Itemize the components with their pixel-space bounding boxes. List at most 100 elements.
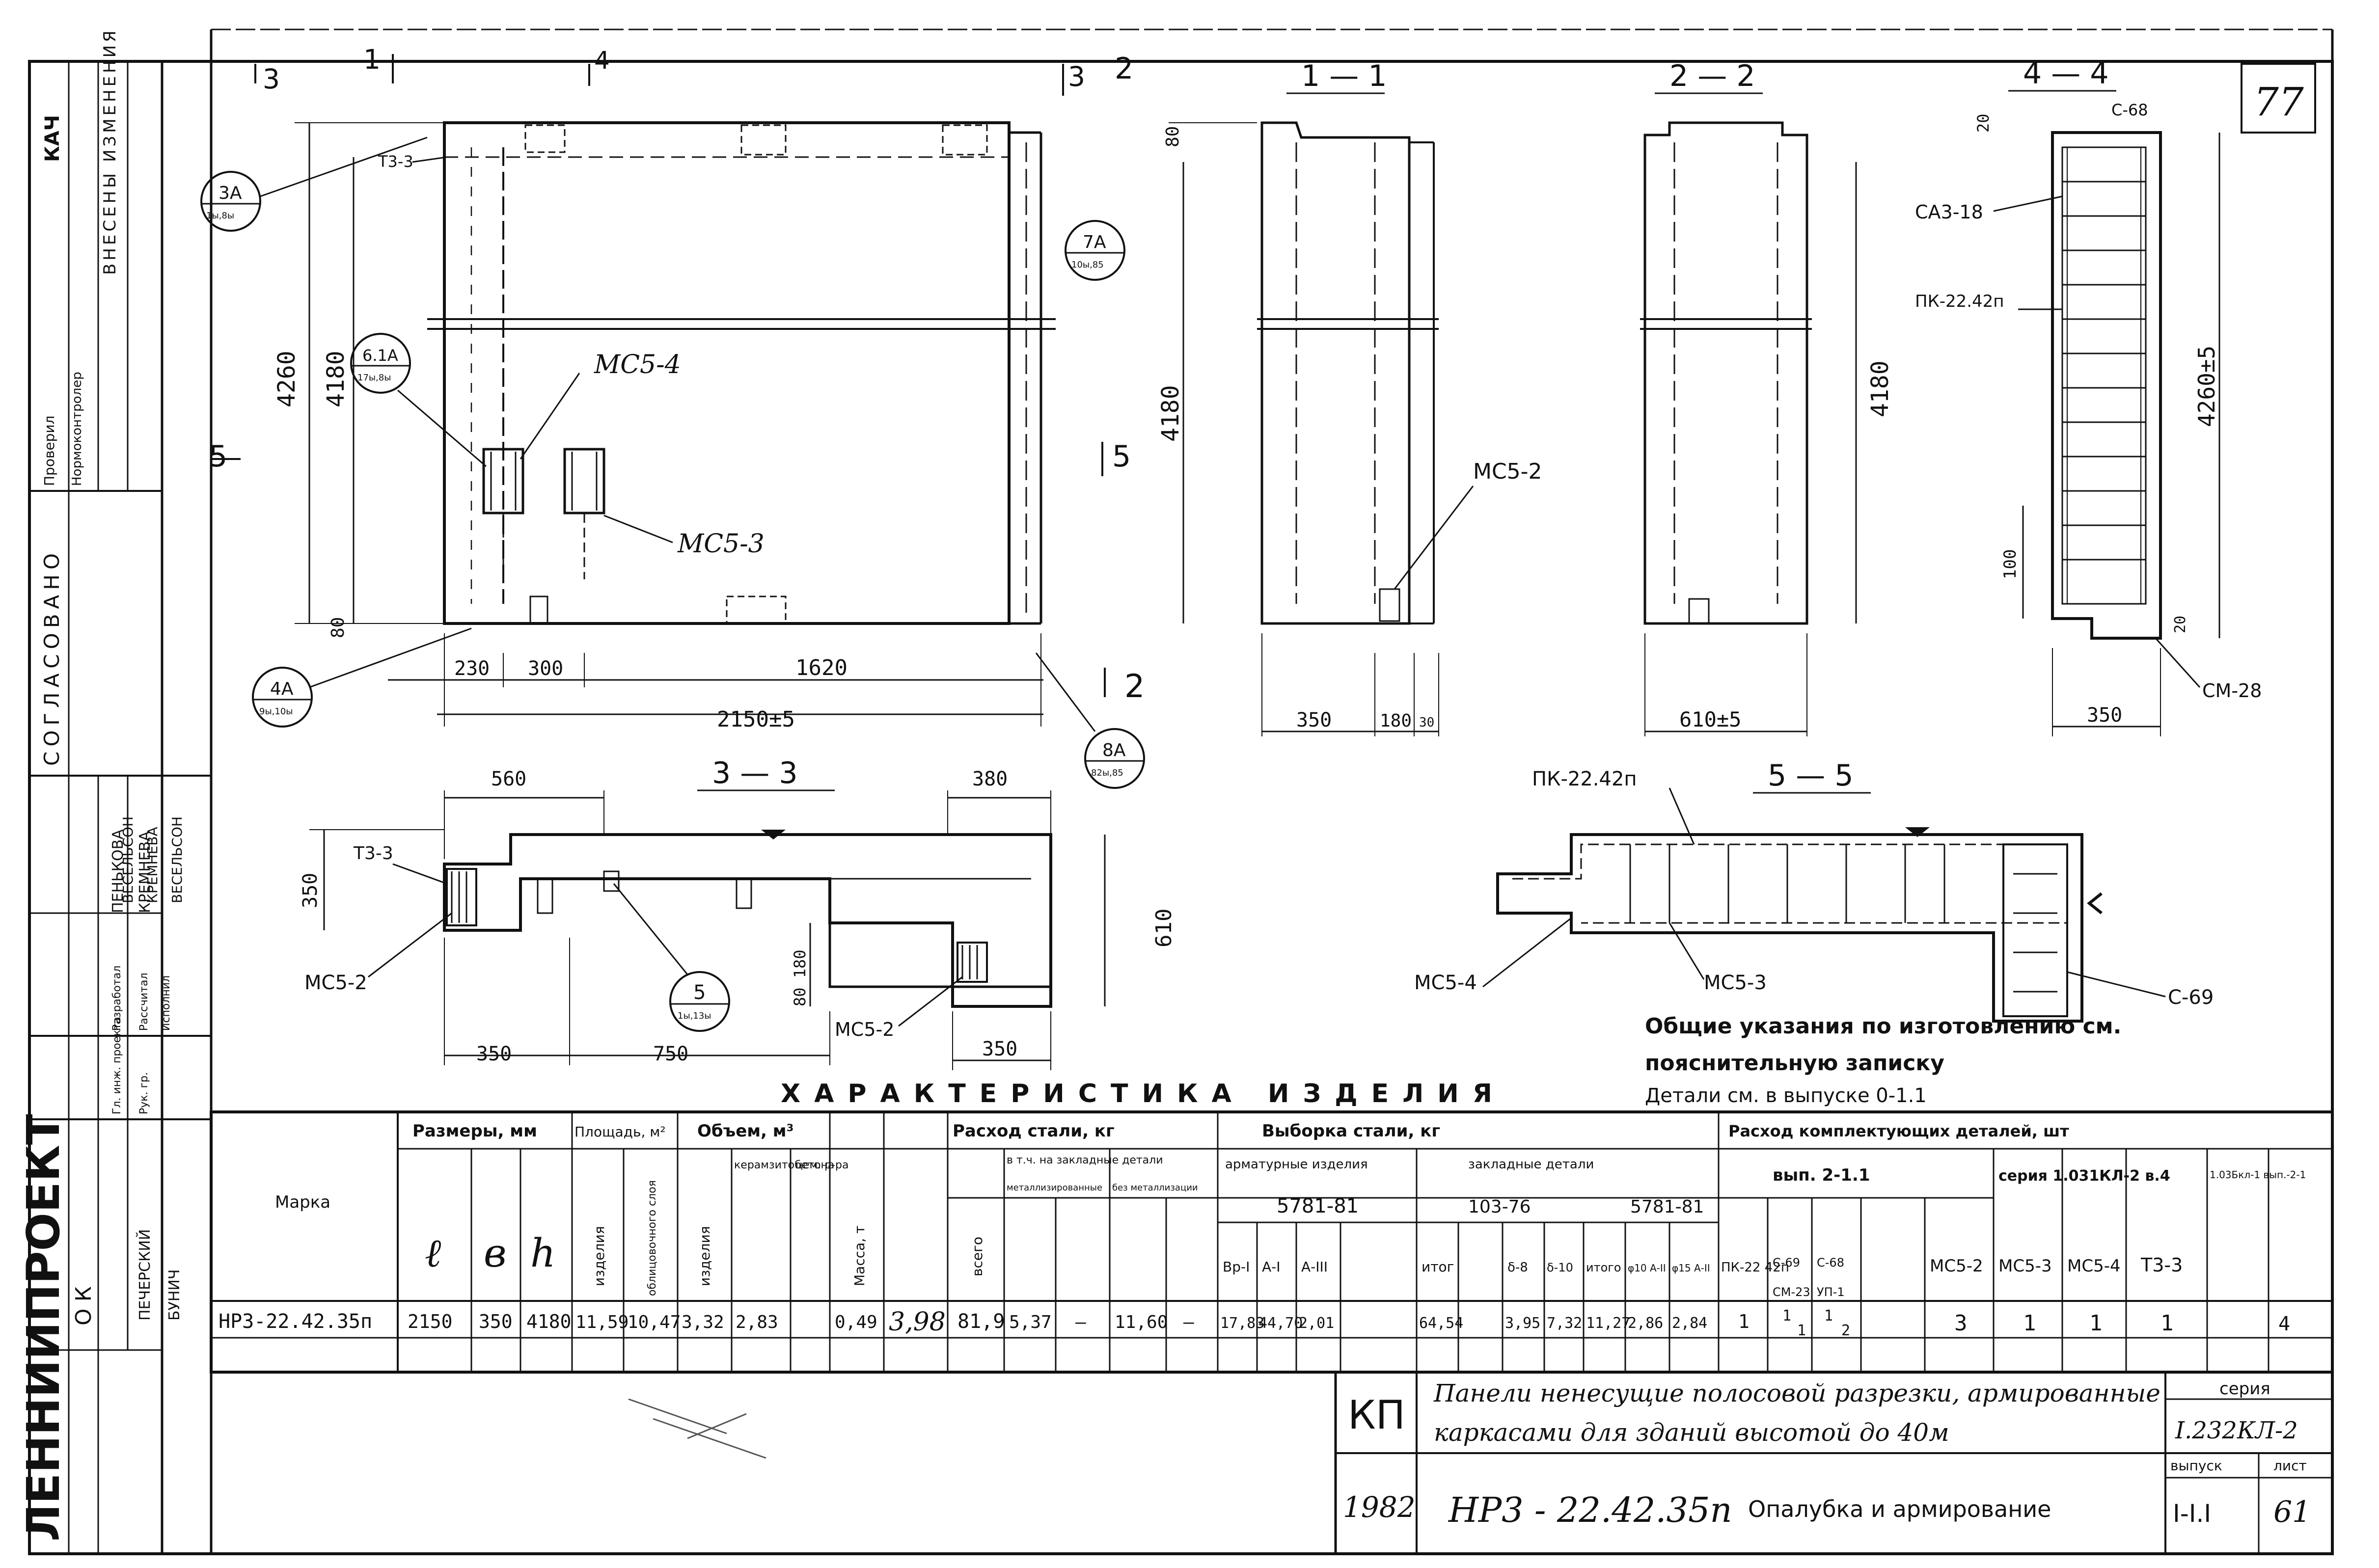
tb-vyp-label: выпуск — [2170, 1458, 2222, 1474]
table-columns — [470, 1112, 2270, 1372]
td-mass: 3,98 — [889, 1307, 946, 1337]
ref-bubble-5: 5 1ы,13ы — [613, 883, 730, 1032]
ref-8a-label: 8А — [1102, 740, 1126, 760]
main-elevation-view: 3 1 4 3 2 5 5 2 Т3-3 МС5-4 МС5-3 4260 41… — [209, 44, 1145, 732]
sec44-dim-4260: 4260±5 — [2193, 346, 2220, 427]
td-a3: 2,01 — [1299, 1315, 1334, 1332]
th-steel-bez: без металлизации — [1112, 1183, 1198, 1193]
td-steel-a: 5,37 — [1009, 1312, 1052, 1332]
th-sub-a3: А-III — [1301, 1259, 1328, 1275]
characteristic-title: ХАРАКТЕРИСТИКА ИЗДЕЛИЯ — [781, 1079, 1506, 1108]
sheet-number-box: 77 — [2241, 63, 2316, 134]
side-name-5: ВЕСЕЛЬСОН — [169, 816, 185, 903]
td-l: 2150 — [408, 1311, 453, 1332]
th-arm: арматурные изделия — [1225, 1157, 1368, 1172]
sec33-plate-left — [451, 871, 467, 923]
tb-mark: НР3 - 22.42.35п — [1448, 1490, 1732, 1530]
sec11-dim-180: 180 — [1380, 711, 1412, 731]
td-vol-b: 2,83 — [736, 1312, 778, 1332]
characteristic-table: Марка Размеры, мм ℓ в h Площадь, м² изде… — [210, 1110, 2334, 1374]
ref-bubble-3a: 3А 1ы,8ы — [200, 136, 428, 232]
td-area-a: 11,59 — [575, 1312, 629, 1332]
td-vol-a: 3,32 — [682, 1312, 724, 1332]
sec33-plate-right — [961, 945, 978, 979]
th-sub-vr: Вр-I — [1223, 1259, 1250, 1275]
section-3-3: 3 — 3 560 380 Т3-3 350 — [299, 756, 1176, 1070]
td-d8: 3,95 — [1505, 1315, 1540, 1332]
td-a1: 44,70 — [1258, 1315, 1303, 1332]
sec44-cm28: СМ-28 — [2202, 680, 2262, 702]
th-vol-c: цем. р-ра — [795, 1159, 848, 1171]
tb-list-label: лист — [2273, 1458, 2307, 1474]
th-vyp-col3: 1.03Бкл-1 вып.-2-1 — [2210, 1169, 2306, 1181]
td-d10: 7,32 — [1547, 1315, 1582, 1332]
ref-6-1a-label: 6.1А — [362, 346, 398, 365]
sec44-c68: С-68 — [2111, 101, 2148, 119]
sec33-t33: Т3-3 — [353, 843, 393, 864]
sec11-dim-4180: 4180 — [1157, 385, 1184, 442]
sec44-sa318: СА3-18 — [1915, 201, 1983, 223]
td-mcb3: 1 — [2023, 1311, 2036, 1336]
th-c69: С-69 — [1773, 1256, 1800, 1270]
th-sub-d10a: φ10 А-II — [1628, 1262, 1666, 1274]
sec44-dim-20b: 20 — [2172, 616, 2189, 633]
td-up: 2 — [1841, 1322, 1850, 1339]
td-mcb4: 1 — [2089, 1311, 2103, 1336]
th-sub-d15: φ15 А-II — [1672, 1262, 1710, 1274]
side-prov: Проверил — [41, 415, 57, 486]
sec55-mcb3: МС5-3 — [1704, 972, 1767, 994]
main-dim-2150: 2150±5 — [717, 707, 795, 732]
sec11-dim-80: 80 — [1163, 126, 1183, 147]
td-c68: 1 — [1824, 1307, 1833, 1325]
th-t33: Т3-3 — [2140, 1254, 2183, 1276]
ref-8a-sub: 82ы,85 — [1091, 768, 1123, 778]
td-t33: 1 — [2160, 1311, 2174, 1336]
section-2-2: 2 — 2 4180 610±5 — [1640, 59, 1894, 736]
main-cut-5-right: 5 — [1112, 439, 1131, 474]
side-norm: Нормоконтролер — [70, 372, 84, 486]
th-sub-d8: δ-8 — [1507, 1260, 1528, 1275]
td-d15: 2,84 — [1672, 1315, 1707, 1332]
main-dim-230: 230 — [454, 657, 490, 680]
th-vol-b: керамзитобетона — [734, 1159, 834, 1171]
td-steel-total: 81,9 — [957, 1310, 1005, 1333]
th-zakl: закладные детали — [1468, 1157, 1594, 1172]
sec22-dim-610: 610±5 — [1679, 707, 1741, 731]
td-area-b: 10,47 — [628, 1312, 681, 1332]
main-cut-1-top: 1 — [363, 44, 381, 75]
sec44-dim-350: 350 — [2087, 704, 2122, 727]
title-block: КП Панели ненесущие полосовой разрезки, … — [1334, 1372, 2332, 1554]
side-agreed: СОГЛАСОВАНО — [40, 548, 64, 766]
tb-seria: I.232КЛ-2 — [2175, 1417, 2298, 1444]
ref-bubble-7a: 7А 10ы,85 — [1065, 220, 1125, 281]
side-name-3: ВЕСЕЛЬСОН — [120, 816, 136, 903]
th-mcb4: МС5-4 — [2067, 1256, 2121, 1276]
tb-vyp: I-I.I — [2173, 1499, 2211, 1528]
th-b: в — [484, 1230, 507, 1276]
th-mcb2: МС5-2 — [1930, 1256, 1983, 1276]
sec11-mcb2: МС5-2 — [1473, 459, 1542, 484]
th-vol: Объем, м³ — [697, 1121, 793, 1141]
sec33-dim-750: 750 — [653, 1043, 688, 1065]
sec55-pk: ПК-22.42п — [1532, 768, 1637, 790]
side-kach: КАЧ — [41, 115, 64, 162]
side-org: ЛЕННИИПРОЕКТ — [17, 1114, 70, 1541]
th-cm23: СМ-23 — [1773, 1285, 1810, 1299]
ref-6-1a-sub: 17ы,8ы — [357, 373, 391, 383]
main-dim-1620: 1620 — [795, 655, 848, 680]
sec44-title: 4 — 4 — [2023, 56, 2109, 91]
main-cut-5-left: 5 — [209, 439, 227, 474]
section-4-4: 4 — 4 20 С-68 СА3-18 ПК-22.42п 4260±5 — [1915, 56, 2262, 736]
td-steel-c: 11,60 — [1115, 1312, 1168, 1332]
main-cut-2-right: 2 — [1115, 52, 1133, 86]
main-t33-label: Т3-3 — [378, 152, 413, 171]
side-name-6: ПЕЧЕРСКИЙ — [136, 1229, 154, 1321]
th-sizes: Размеры, мм — [412, 1121, 537, 1141]
sec44-dim-100: 100 — [2000, 549, 2020, 579]
main-mcb3-label: МС5-3 — [677, 529, 765, 559]
th-c68: С-68 — [1817, 1256, 1844, 1270]
td-mcb2: 3 — [1954, 1311, 1968, 1336]
th-arm-code: 5781-81 — [1277, 1195, 1359, 1217]
td-h: 4180 — [526, 1311, 572, 1332]
th-area-a: изделия — [591, 1226, 607, 1286]
